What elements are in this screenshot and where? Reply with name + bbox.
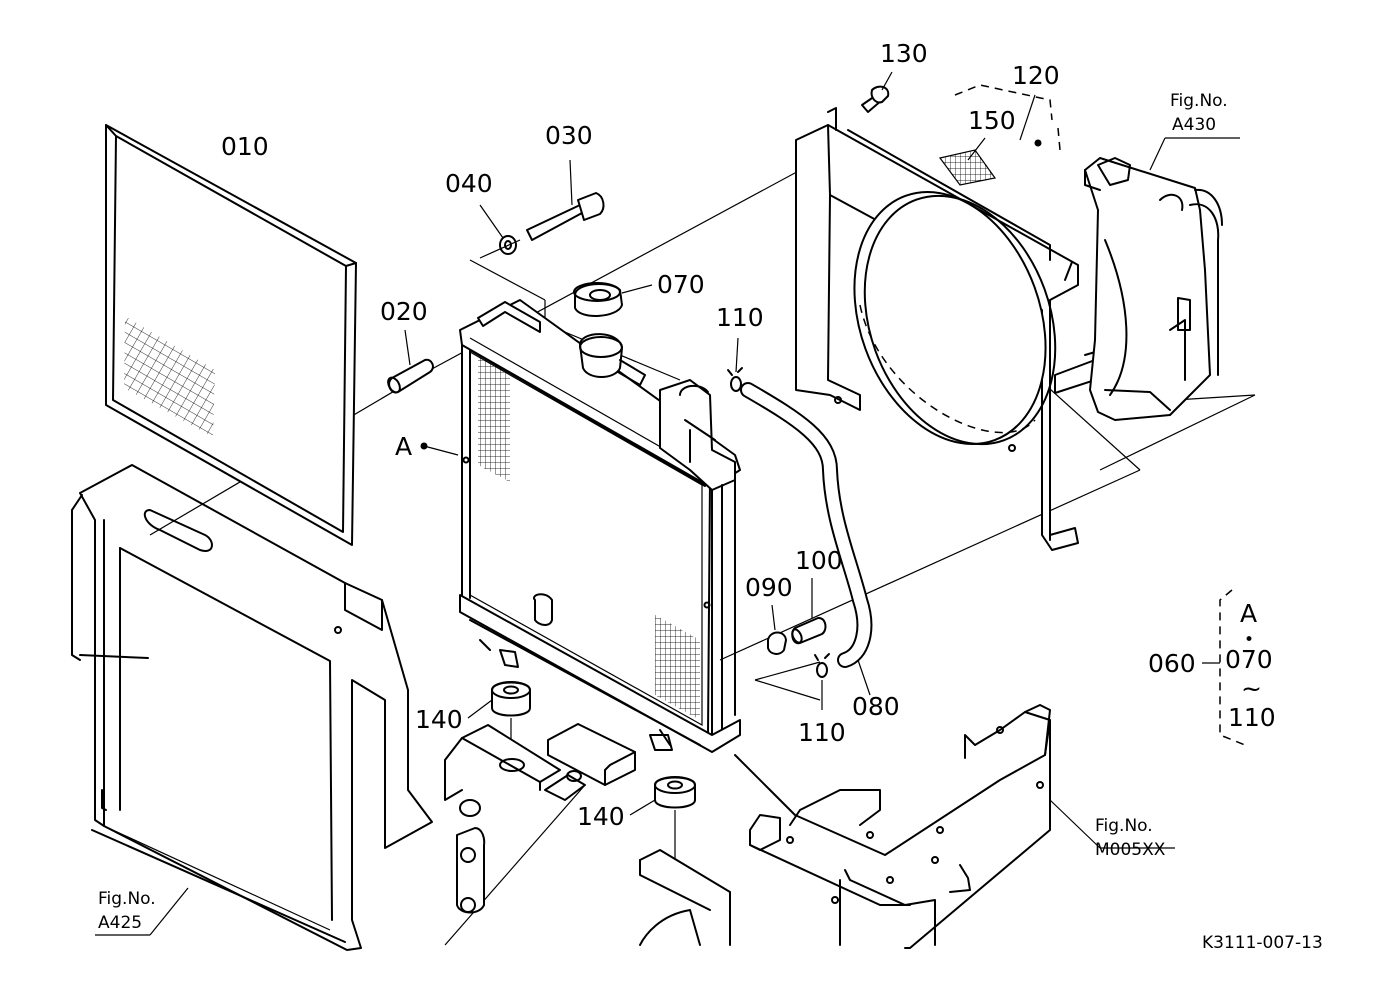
group-dot: • <box>1244 630 1254 650</box>
drawing-code: K3111-007-13 <box>1202 933 1323 953</box>
callout-110-bottom: 110 <box>798 718 846 747</box>
clamp-090 <box>767 604 787 655</box>
bolt-030 <box>526 159 605 241</box>
radiator-screen-010 <box>105 124 357 546</box>
callout-a: A <box>395 432 412 461</box>
base-frame-m005xx <box>639 704 1175 949</box>
rubber-mount-140-right <box>629 776 696 860</box>
callout-070: 070 <box>657 270 705 299</box>
radiator-core-a <box>459 299 741 753</box>
callout-130: 130 <box>880 39 928 68</box>
callout-020: 020 <box>380 297 428 326</box>
group-from: 070 <box>1225 645 1273 674</box>
hose-clamp-110-bottom <box>814 653 830 710</box>
callout-120: 120 <box>1012 61 1060 90</box>
lower-brackets <box>444 723 636 914</box>
fig-a430-title: Fig.No. <box>1170 91 1228 111</box>
a425-leader <box>95 887 189 936</box>
callout-140-left: 140 <box>415 705 463 734</box>
fig-a430-code: A430 <box>1172 115 1216 135</box>
callout-040: 040 <box>445 169 493 198</box>
callout-150: 150 <box>968 106 1016 135</box>
group-list-060: A • 070 ~ 110 <box>1225 599 1276 732</box>
callout-080: 080 <box>852 692 900 721</box>
group-bracket-060 <box>1202 589 1246 746</box>
fig-a425-code: A425 <box>98 913 142 933</box>
callout-010: 010 <box>221 132 269 161</box>
group-head: A <box>1240 599 1257 628</box>
group-tilde: ~ <box>1241 674 1262 703</box>
fig-m005-title: Fig.No. <box>1095 816 1153 836</box>
sleeve-100 <box>791 578 827 645</box>
bolt-130 <box>861 71 893 113</box>
side-cover-a425 <box>71 464 433 951</box>
callout-140-right: 140 <box>577 802 625 831</box>
reserve-tank-a430 <box>1084 137 1240 421</box>
figure-refs: Fig.No. A430 Fig.No. A425 Fig.No. M005XX… <box>98 91 1323 953</box>
callout-090: 090 <box>745 573 793 602</box>
callout-060: 060 <box>1148 649 1196 678</box>
hose-clamp-110-top <box>727 337 743 392</box>
pin-020 <box>387 329 434 394</box>
callout-100: 100 <box>795 546 843 575</box>
callout-a-leader <box>420 442 459 456</box>
group-to: 110 <box>1228 703 1276 732</box>
hose-080 <box>740 382 873 696</box>
callout-labels: 010 020 030 040 070 110 130 120 150 A 09… <box>221 39 1196 831</box>
callout-030: 030 <box>545 121 593 150</box>
fig-m005-code: M005XX <box>1095 840 1166 860</box>
group-bracket-120 <box>954 84 1061 151</box>
label-plate-150 <box>938 137 997 186</box>
callout-110-top: 110 <box>716 303 764 332</box>
washer-040 <box>479 204 517 255</box>
fig-a425-title: Fig.No. <box>98 889 156 909</box>
radiator-cap-070 <box>573 282 653 317</box>
fan-shroud-120 <box>795 107 1103 551</box>
